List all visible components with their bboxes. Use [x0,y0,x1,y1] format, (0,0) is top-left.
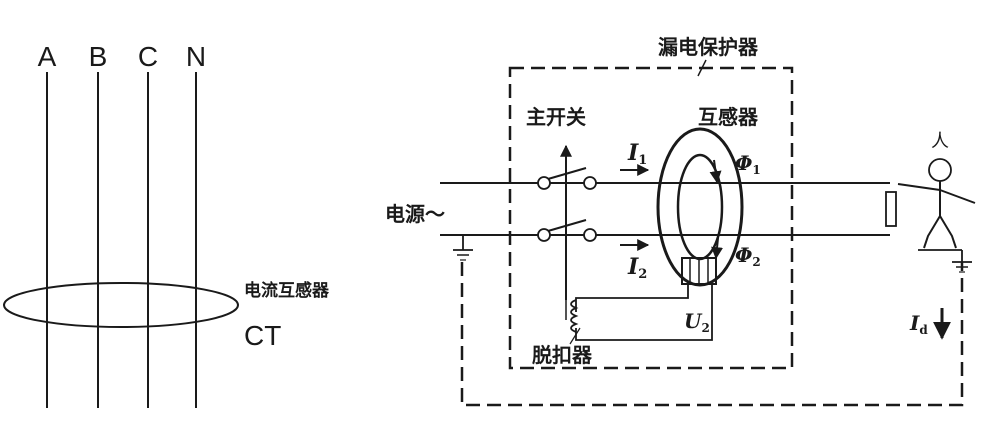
person-label: 人 [931,131,949,151]
flux-2-label: Φ2 [735,243,761,269]
return-loop [460,262,964,407]
trip-coil [570,299,579,333]
ct-abbr-label: CT [244,320,281,351]
left-diagram [3,72,239,408]
left-labels: A B C N 电流互感器 CT [38,41,330,351]
flux-1-label: Φ1 [735,151,761,177]
switch-contact-1b [583,176,597,190]
switch-contact-1a [537,176,551,190]
phase-label-b: B [89,41,108,72]
protector-box [508,66,794,370]
phase-label-n: N [186,41,206,72]
flux-arrow-1 [709,159,722,184]
current-2-label: I2 [627,254,647,282]
protector-label: 漏电保护器 [658,35,759,59]
source-label: 电源～ [385,203,445,226]
load-resistor [885,191,897,227]
phase-label-c: C [138,41,158,72]
ct-name-label: 电流互感器 [244,280,330,300]
transformer-label: 互感器 [698,105,759,129]
trip-label: 脱扣器 [532,343,593,367]
leak-current-label: Id [909,311,928,337]
voltage-label: U2 [684,309,710,335]
person-head [928,158,952,182]
flux-arrow-2 [711,237,724,260]
right-labels: 漏电保护器 主开关 互感器 脱扣器 电源～ 人 I1 I2 Φ1 Φ2 U2 I… [385,35,949,367]
switch-contact-2b [583,228,597,242]
transformer-core-outer [656,127,744,287]
main-switch-label: 主开关 [526,105,586,129]
ct-ring [3,282,239,328]
switch-contact-2a [537,228,551,242]
phase-label-a: A [38,41,57,72]
current-1-label: I1 [627,140,647,168]
right-diagram [440,59,976,407]
